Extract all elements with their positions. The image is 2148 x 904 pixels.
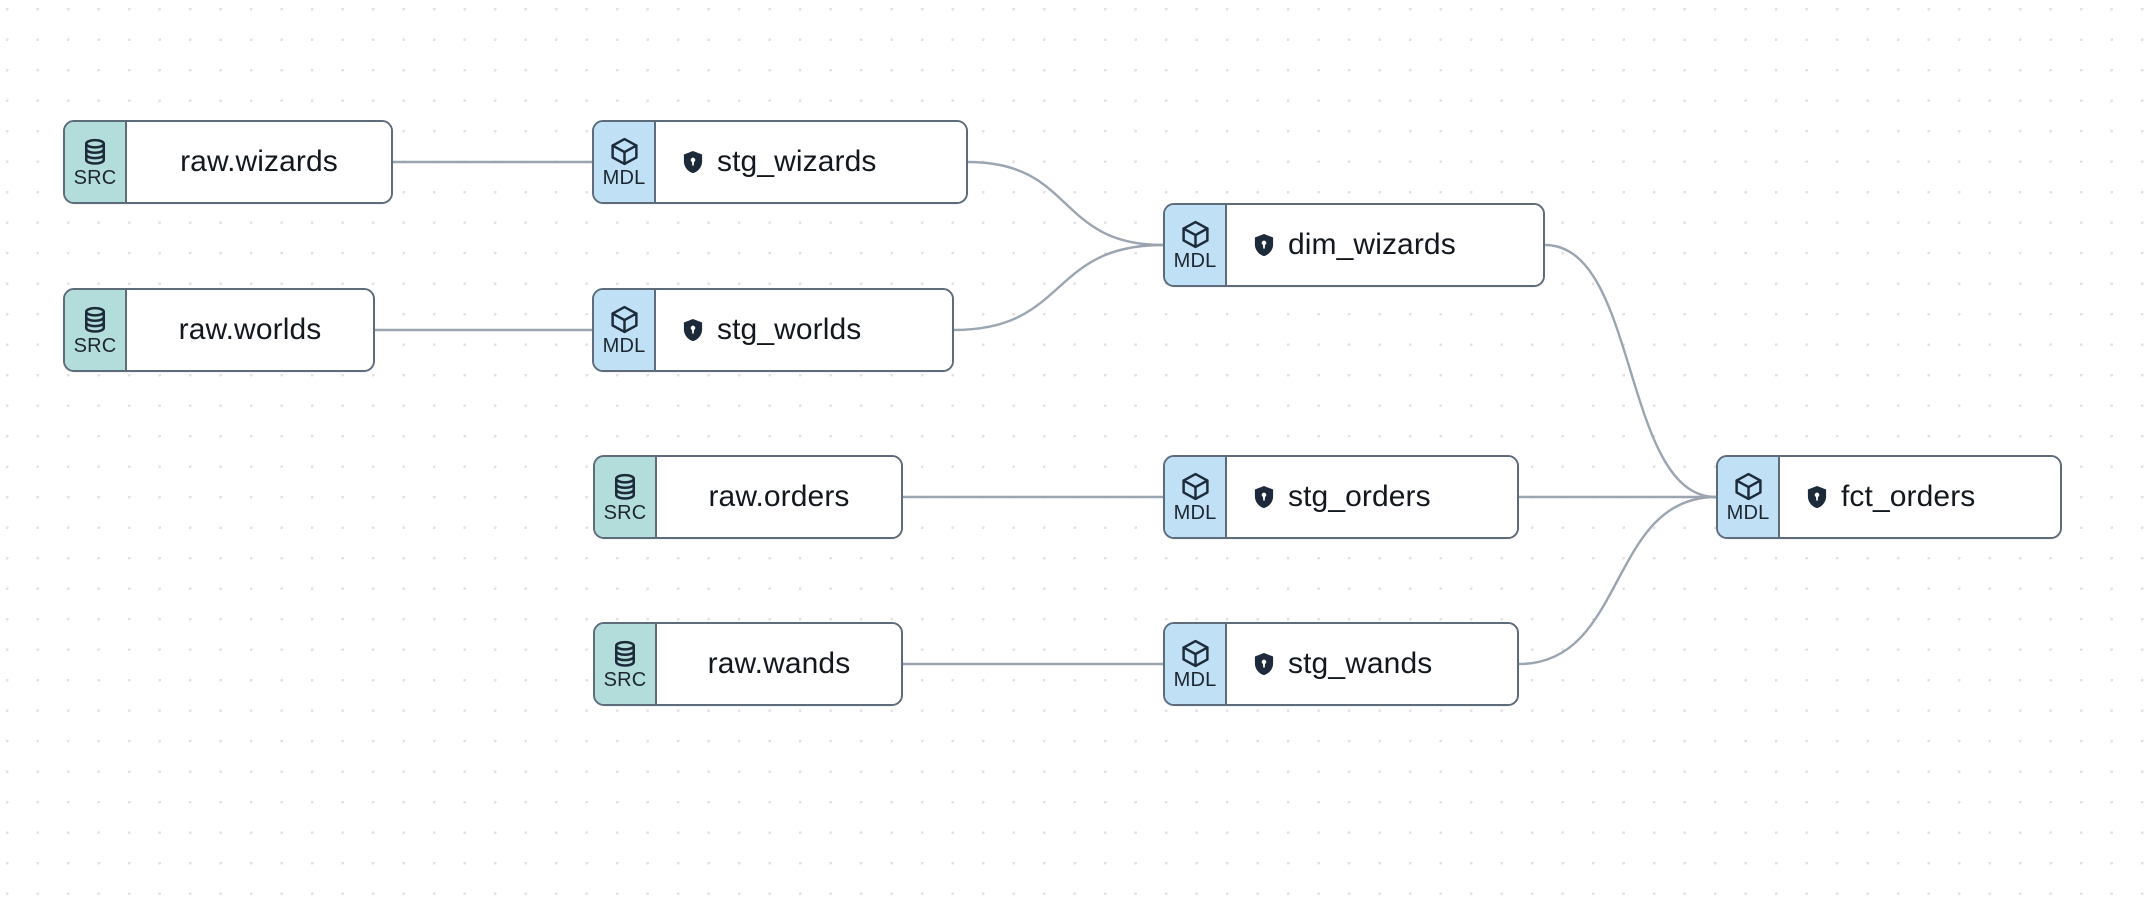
node-type-badge-mdl: MDL xyxy=(1165,624,1227,704)
lineage-edge-stg_wizards-to-dim_wizards xyxy=(966,160,1165,247)
database-icon xyxy=(80,305,110,335)
lineage-node-stg_wands[interactable]: MDL stg_wands xyxy=(1163,622,1519,706)
node-body: raw.wizards xyxy=(127,122,391,202)
node-label: raw.wands xyxy=(707,647,851,680)
shield-lock-icon xyxy=(1251,232,1277,258)
node-type-label: MDL xyxy=(602,167,646,189)
node-label: stg_wizards xyxy=(717,145,877,178)
lineage-node-stg_worlds[interactable]: MDL stg_worlds xyxy=(592,288,954,372)
node-body: raw.orders xyxy=(657,457,901,537)
cube-icon xyxy=(1180,471,1211,502)
node-label: fct_orders xyxy=(1841,480,1976,513)
node-body: stg_wizards xyxy=(656,122,966,202)
cube-icon xyxy=(609,304,640,335)
lineage-node-fct_orders[interactable]: MDL fct_orders xyxy=(1716,455,2062,539)
database-icon xyxy=(610,472,640,502)
node-type-badge-src: SRC xyxy=(595,624,657,704)
lineage-node-stg_orders[interactable]: MDL stg_orders xyxy=(1163,455,1519,539)
node-type-label: MDL xyxy=(1726,502,1770,524)
lineage-node-raw_wands[interactable]: SRC raw.wands xyxy=(593,622,903,706)
node-type-badge-mdl: MDL xyxy=(594,290,656,370)
node-type-badge-mdl: MDL xyxy=(1718,457,1780,537)
node-type-label: MDL xyxy=(602,335,646,357)
cube-icon xyxy=(1733,471,1764,502)
node-body: dim_wizards xyxy=(1227,205,1543,285)
shield-lock-icon xyxy=(1251,484,1277,510)
lineage-node-raw_worlds[interactable]: SRC raw.worlds xyxy=(63,288,375,372)
cube-icon xyxy=(1180,219,1211,250)
node-type-badge-src: SRC xyxy=(65,290,127,370)
shield-lock-icon xyxy=(680,149,706,175)
node-body: stg_wands xyxy=(1227,624,1517,704)
node-body: raw.wands xyxy=(657,624,901,704)
node-label: stg_orders xyxy=(1288,480,1431,513)
node-label: raw.wizards xyxy=(180,145,338,178)
lineage-node-raw_orders[interactable]: SRC raw.orders xyxy=(593,455,903,539)
node-type-label: SRC xyxy=(603,501,647,524)
node-type-badge-mdl: MDL xyxy=(1165,457,1227,537)
lineage-node-raw_wizards[interactable]: SRC raw.wizards xyxy=(63,120,393,204)
lineage-edge-dim_wizards-to-fct_orders xyxy=(1543,243,1718,499)
node-type-label: MDL xyxy=(1173,502,1217,524)
node-label: raw.orders xyxy=(708,480,850,513)
node-type-label: MDL xyxy=(1173,250,1217,272)
lineage-node-dim_wizards[interactable]: MDL dim_wizards xyxy=(1163,203,1545,287)
database-icon xyxy=(80,137,110,167)
node-label: stg_wands xyxy=(1288,647,1433,680)
node-body: fct_orders xyxy=(1780,457,2060,537)
database-icon xyxy=(610,639,640,669)
shield-lock-icon xyxy=(1251,651,1277,677)
node-label: raw.worlds xyxy=(178,313,322,346)
cube-icon xyxy=(1180,638,1211,669)
node-label: stg_worlds xyxy=(717,313,862,346)
lineage-edge-stg_wands-to-fct_orders xyxy=(1517,495,1718,666)
lineage-edge-stg_worlds-to-dim_wizards xyxy=(952,243,1165,332)
shield-lock-icon xyxy=(680,317,706,343)
cube-icon xyxy=(609,136,640,167)
node-type-badge-mdl: MDL xyxy=(1165,205,1227,285)
node-body: stg_worlds xyxy=(656,290,952,370)
node-type-badge-src: SRC xyxy=(65,122,127,202)
node-type-label: SRC xyxy=(73,166,117,189)
node-body: raw.worlds xyxy=(127,290,373,370)
node-type-badge-mdl: MDL xyxy=(594,122,656,202)
node-type-label: SRC xyxy=(603,668,647,691)
lineage-node-stg_wizards[interactable]: MDL stg_wizards xyxy=(592,120,968,204)
node-type-badge-src: SRC xyxy=(595,457,657,537)
node-type-label: MDL xyxy=(1173,669,1217,691)
node-label: dim_wizards xyxy=(1288,228,1456,261)
node-body: stg_orders xyxy=(1227,457,1517,537)
node-type-label: SRC xyxy=(73,334,117,357)
shield-lock-icon xyxy=(1804,484,1830,510)
